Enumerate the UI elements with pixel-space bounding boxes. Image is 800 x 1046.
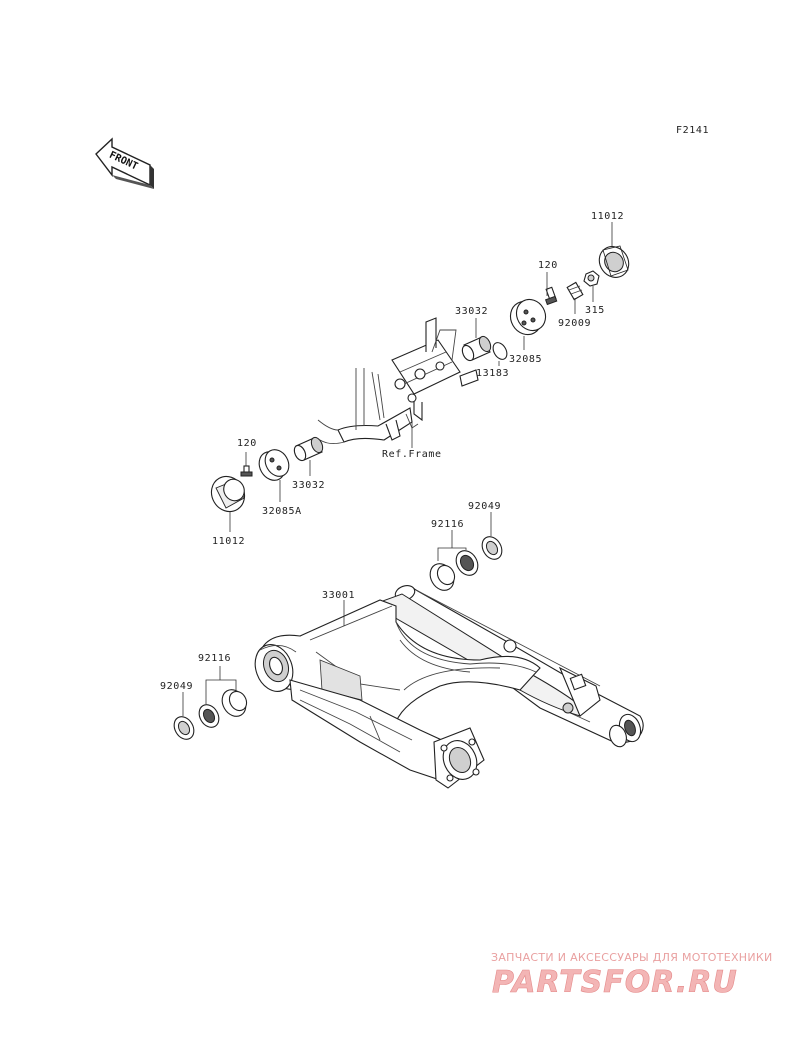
part-92116-bearing-right	[429, 550, 479, 591]
part-33001-swingarm	[254, 585, 644, 789]
label-11012-top: 11012	[591, 211, 624, 222]
label-ref-frame: Ref.Frame	[382, 449, 442, 460]
label-32085: 32085	[509, 354, 542, 365]
part-120-bolt-left	[240, 465, 253, 477]
part-33032-collar-top	[461, 335, 492, 362]
front-arrow-icon: FRONT	[95, 137, 154, 189]
label-92049-left: 92049	[160, 681, 193, 692]
label-32085A: 32085A	[262, 506, 302, 517]
label-120-left: 120	[237, 438, 257, 449]
watermark-tagline: ЗАПЧАСТИ И АКСЕССУАРЫ ДЛЯ МОТОТЕХНИКИ	[491, 951, 773, 964]
label-33032-left: 33032	[292, 480, 325, 491]
part-92049-seal-left	[173, 716, 195, 740]
label-315: 315	[585, 305, 605, 316]
label-33001: 33001	[322, 590, 355, 601]
part-92009-stud	[566, 281, 584, 301]
part-13183-ring	[492, 342, 508, 360]
part-92116-bearing-left	[198, 689, 248, 728]
label-11012-left: 11012	[212, 536, 245, 547]
part-33032-collar-left	[293, 436, 324, 462]
part-120-bolt-top	[544, 286, 558, 306]
diagram-code: F2141	[676, 125, 709, 136]
label-92116-right: 92116	[431, 519, 464, 530]
frame-section	[317, 317, 479, 445]
part-315-nut	[583, 270, 600, 287]
label-33032-top: 33032	[455, 306, 488, 317]
part-32085-disc	[509, 298, 547, 336]
watermark-brand: PARTSFOR.RU	[492, 965, 738, 1000]
label-92116-left: 92116	[198, 653, 231, 664]
part-11012-cap-top	[598, 245, 630, 278]
label-92009: 92009	[558, 318, 591, 329]
label-92049-right: 92049	[468, 501, 501, 512]
part-92049-seal-right	[481, 536, 503, 560]
watermark: ЗАПЧАСТИ И АКСЕССУАРЫ ДЛЯ МОТОТЕХНИКИ PA…	[491, 951, 773, 1000]
label-13183: 13183	[476, 368, 509, 379]
label-120-top: 120	[538, 260, 558, 271]
part-11012-cap-left	[210, 475, 246, 513]
part-32085A-disc	[258, 449, 290, 481]
